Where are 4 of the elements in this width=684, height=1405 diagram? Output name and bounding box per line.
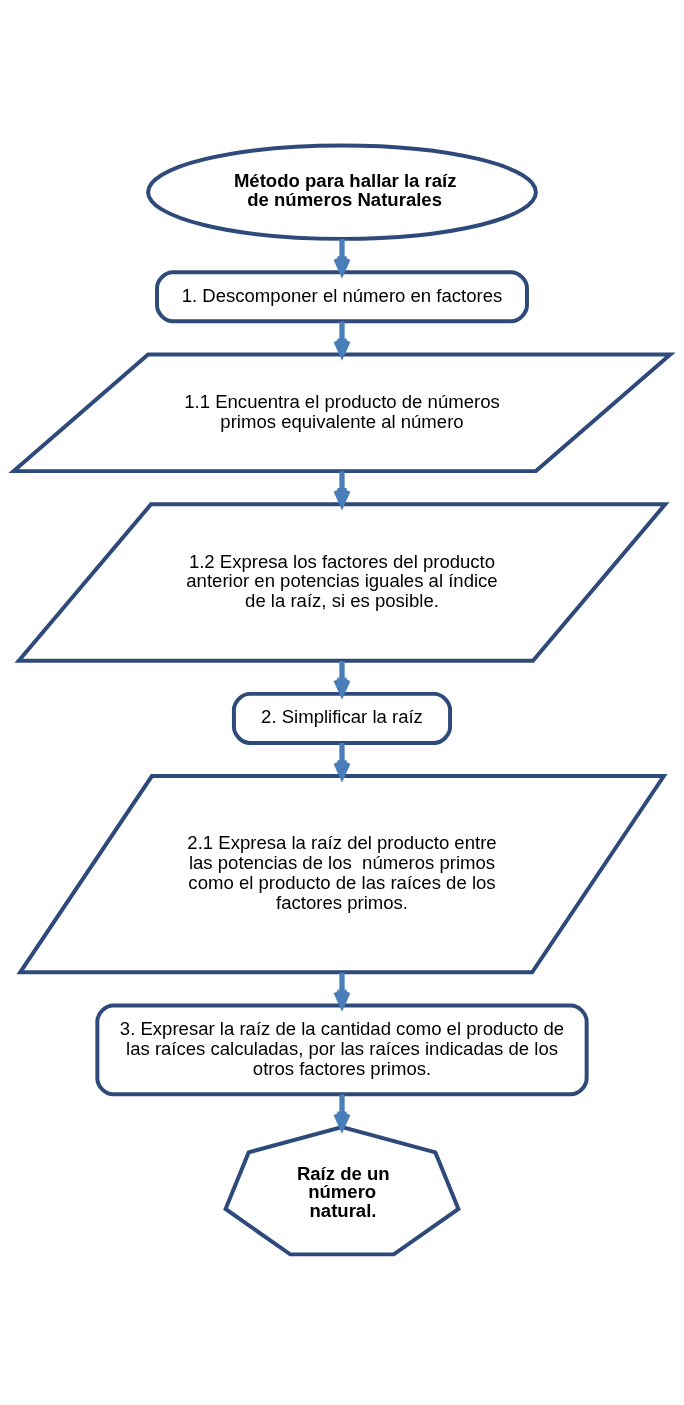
node-ellipse: Método para hallar la raíz de números Naturales — [146, 143, 538, 241]
node-box: 3. Expresar la raíz de la cantidad como el producto de las raíces calculadas, por las raíces indicadas de los otros factores primos. — [95, 1003, 589, 1096]
node-box: 2. Simplificar la raíz — [231, 691, 453, 745]
node-box: 1. Descomponer el número en factores — [155, 269, 529, 323]
